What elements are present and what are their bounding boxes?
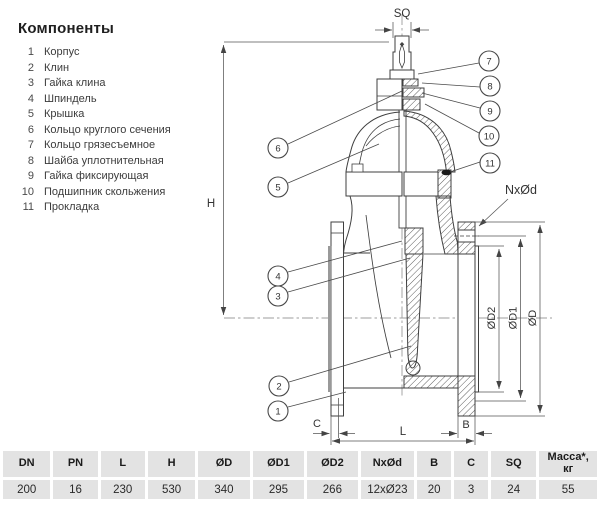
dimension-lines — [220, 22, 545, 445]
dim-c-label: C — [313, 418, 321, 430]
dimensions-table: DN PN L H ØD ØD1 ØD2 NxØd B C SQ Масса*,… — [3, 451, 597, 499]
dim-od-label: ØD — [527, 310, 539, 327]
dim-h-label: H — [207, 198, 215, 210]
callout-11: 11 — [479, 152, 501, 174]
table-header-b: B — [417, 451, 452, 477]
table-value-od: 340 — [198, 480, 250, 499]
dim-nxod-label: NxØd — [505, 183, 537, 197]
table-header-dn: DN — [3, 451, 51, 477]
callout-3: 3 — [267, 285, 289, 307]
dim-od1-label: ØD1 — [508, 307, 520, 330]
svg-text:4: 4 — [275, 272, 280, 283]
svg-text:10: 10 — [484, 132, 495, 143]
dim-sq-label: SQ — [394, 8, 411, 20]
svg-text:2: 2 — [276, 382, 281, 393]
pipe-wall-section — [403, 375, 459, 389]
wedge-nut-section — [404, 227, 424, 255]
callout-10: 10 — [478, 125, 500, 147]
svg-text:7: 7 — [486, 57, 491, 68]
callout-2: 2 — [268, 375, 290, 397]
left-flange — [330, 221, 344, 417]
table-header-pn: PN — [53, 451, 98, 477]
dim-l-label: L — [400, 426, 407, 438]
table-header-c: C — [454, 451, 489, 477]
table-value-c: 3 — [454, 480, 489, 499]
callout-7: 7 — [478, 50, 500, 72]
table-header-l: L — [100, 451, 145, 477]
table-value-od1: 295 — [252, 480, 305, 499]
table-value-od2: 266 — [307, 480, 358, 499]
table-value-nxod: 12xØ23 — [360, 480, 415, 499]
bearing-section — [402, 98, 421, 111]
callout-8: 8 — [479, 75, 501, 97]
callout-leaders — [287, 62, 481, 408]
table-value-massa: 55 — [539, 480, 597, 499]
table-value-h: 530 — [147, 480, 196, 499]
right-flange-face — [474, 245, 479, 393]
wedge-foot — [405, 360, 421, 376]
svg-text:6: 6 — [275, 144, 280, 155]
component-list-title: Компоненты — [18, 20, 115, 37]
bonnet-section — [403, 110, 456, 173]
table-value-sq: 24 — [491, 480, 537, 499]
dimension-labels: SQ H NxØd ØD2 ØD1 ØD C B L — [207, 8, 539, 438]
washer-nut-section — [402, 87, 425, 98]
svg-text:11: 11 — [485, 159, 495, 170]
callout-1: 1 — [267, 400, 289, 422]
table-header-od2: ØD2 — [307, 451, 358, 477]
dim-od2-label: ØD2 — [486, 307, 498, 330]
wiper-ring-section — [402, 78, 419, 87]
callout-9: 9 — [479, 100, 501, 122]
table-value-l: 230 — [100, 480, 145, 499]
centerlines — [224, 14, 552, 398]
callout-4: 4 — [267, 265, 289, 287]
svg-text:5: 5 — [275, 183, 280, 194]
stem-head — [392, 35, 412, 71]
callout-5: 5 — [267, 176, 289, 198]
table-header-massa: Масса*, кг — [539, 451, 597, 477]
gland-boss — [376, 78, 403, 111]
stem-collar — [389, 69, 415, 80]
table-header-sq: SQ — [491, 451, 537, 477]
table-value-pn: 16 — [53, 480, 98, 499]
svg-text:3: 3 — [275, 292, 280, 303]
valve-body-outline — [328, 35, 479, 417]
dim-b-label: B — [462, 419, 469, 431]
wedge-pocket-curve — [365, 214, 392, 359]
spindle — [398, 109, 407, 229]
table-value-dn: 200 — [3, 480, 51, 499]
svg-text:1: 1 — [275, 407, 280, 418]
table-header-od: ØD — [198, 451, 250, 477]
svg-text:9: 9 — [487, 107, 492, 118]
bonnet-outline — [345, 111, 401, 173]
table-header-h: H — [147, 451, 196, 477]
left-flange-face — [328, 246, 332, 392]
gasket-mark — [441, 169, 452, 176]
svg-text:8: 8 — [487, 82, 492, 93]
table-value-b: 20 — [417, 480, 452, 499]
callout-6: 6 — [267, 137, 289, 159]
table-header-nxod: NxØd — [360, 451, 415, 477]
valve-technical-drawing: 1 2 3 4 5 6 7 8 9 10 11 SQ H NxØd ØD2 ØD… — [207, 8, 552, 445]
callout-balloons: 1 2 3 4 5 6 7 8 9 10 11 — [267, 50, 501, 422]
table-header-od1: ØD1 — [252, 451, 305, 477]
wedge-section — [405, 253, 424, 369]
